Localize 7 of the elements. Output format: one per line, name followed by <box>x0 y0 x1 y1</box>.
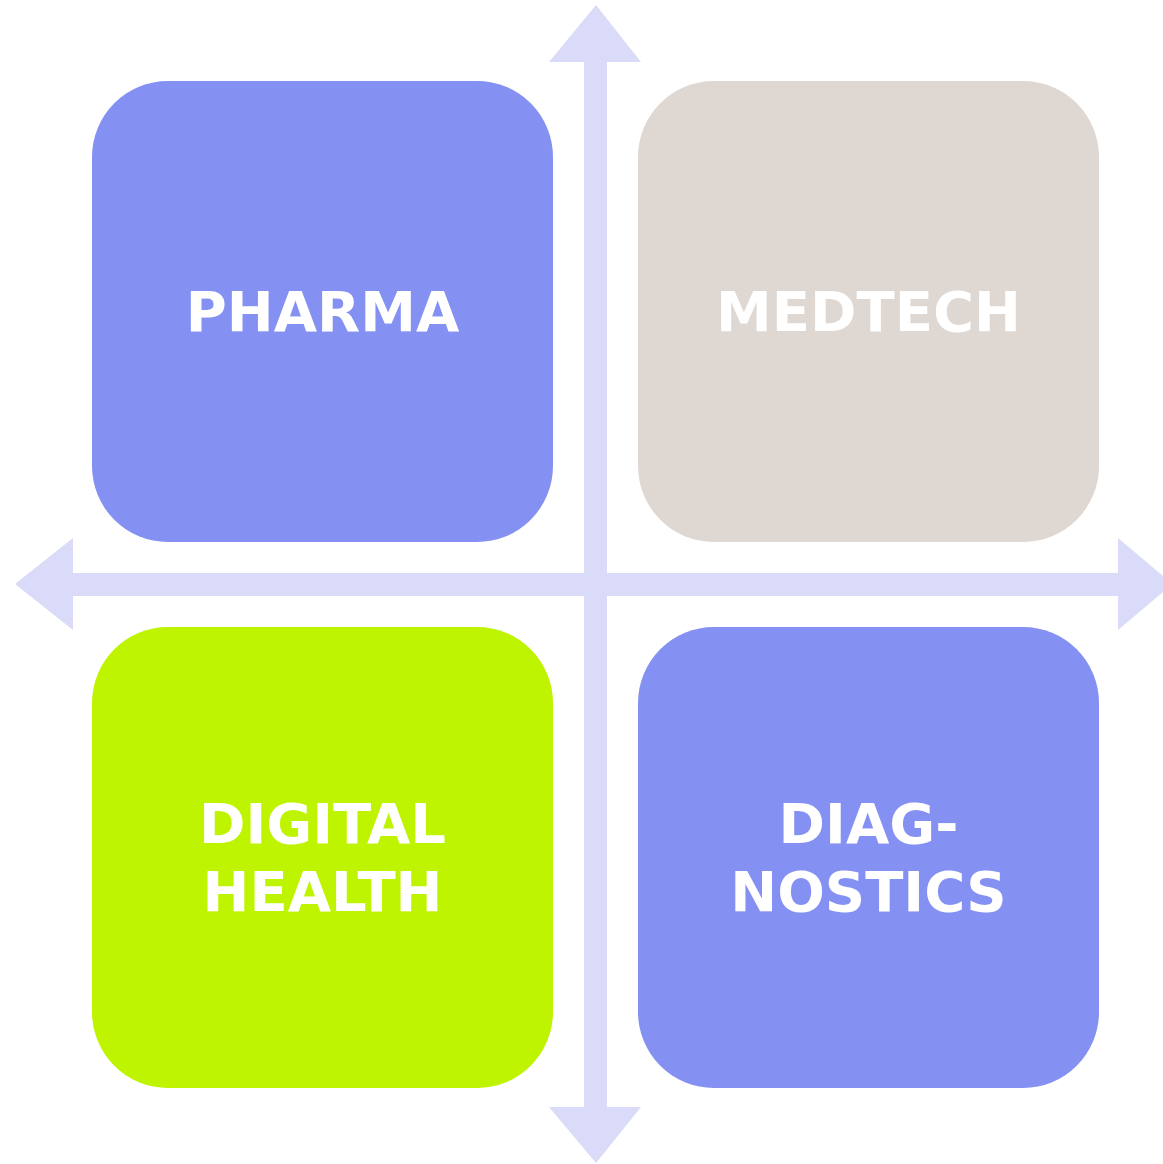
category-label: PHARMA <box>185 277 460 346</box>
category-box <box>638 627 1099 1088</box>
category-label: DIGITAL HEALTH <box>198 790 447 925</box>
category-box <box>638 81 1099 542</box>
category-box <box>92 81 553 542</box>
category-label: DIAG- NOSTICS <box>729 790 1008 925</box>
category-box <box>92 627 553 1088</box>
